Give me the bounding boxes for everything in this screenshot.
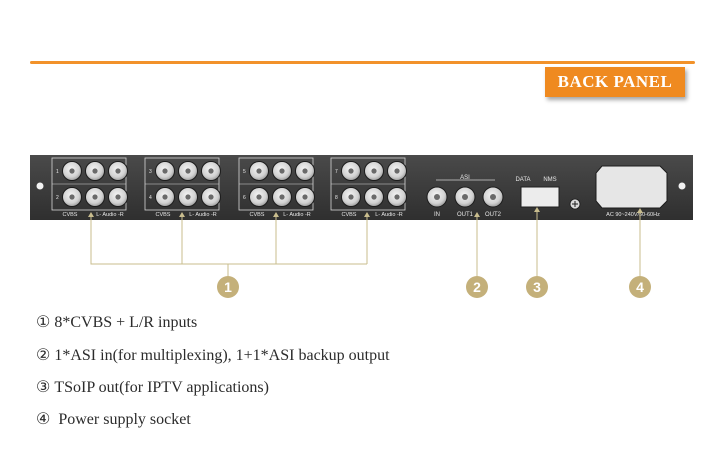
audio-label: L- Audio -R xyxy=(96,212,124,218)
asi-port-out1-label: OUT1 xyxy=(457,212,474,218)
callout-1: 1 xyxy=(217,276,239,298)
bnc-connector[interactable] xyxy=(249,187,269,207)
callout-4: 4 xyxy=(629,276,651,298)
bnc-connector[interactable] xyxy=(108,187,128,207)
svg-text:2: 2 xyxy=(473,279,481,295)
bnc-connector[interactable] xyxy=(364,161,384,181)
nms-port-label: NMS xyxy=(543,177,556,183)
row-number: 7 xyxy=(335,169,338,175)
bnc-connector[interactable] xyxy=(341,161,361,181)
row-number: 8 xyxy=(335,195,338,201)
cvbs-label: CVBS xyxy=(156,212,171,218)
bnc-connector[interactable] xyxy=(178,161,198,181)
back-panel-title: BACK PANEL xyxy=(545,67,685,97)
bnc-connector[interactable] xyxy=(155,161,175,181)
callout-2: 2 xyxy=(466,276,488,298)
bnc-connector[interactable] xyxy=(295,187,315,207)
power-socket[interactable] xyxy=(595,165,668,209)
legend-number: ① xyxy=(36,314,51,331)
bnc-connector[interactable] xyxy=(272,161,292,181)
legend-text: TSoIP out(for IPTV applications) xyxy=(54,379,269,396)
legend-text: Power supply socket xyxy=(54,411,191,428)
chassis xyxy=(30,155,693,220)
header-rule xyxy=(30,61,695,64)
bnc-connector[interactable] xyxy=(387,161,407,181)
legend-item-4: ④ Power supply socket xyxy=(36,409,191,429)
row-number: 2 xyxy=(56,195,59,201)
mount-hole-left xyxy=(36,182,44,190)
row-number: 1 xyxy=(56,169,59,175)
legend-text: 1*ASI in(for multiplexing), 1+1*ASI back… xyxy=(54,347,390,364)
legend-text: 8*CVBS + L/R inputs xyxy=(54,314,198,331)
data-port-label: DATA xyxy=(515,177,530,183)
bnc-connector[interactable] xyxy=(62,187,82,207)
bnc-connector[interactable] xyxy=(201,187,221,207)
cvbs-label: CVBS xyxy=(250,212,265,218)
legend-number: ② xyxy=(36,347,51,364)
power-socket-label: AC 90~240V/50-60Hz xyxy=(606,212,660,218)
legend-number: ③ xyxy=(36,379,51,396)
legend-number: ④ xyxy=(36,411,51,428)
cvbs-label: CVBS xyxy=(342,212,357,218)
asi-title: ASI xyxy=(460,175,470,181)
asi-port-in-label: IN xyxy=(434,212,440,218)
bnc-asi-in[interactable] xyxy=(426,186,448,208)
row-number: 4 xyxy=(149,195,152,201)
bnc-connector[interactable] xyxy=(62,161,82,181)
bnc-connector[interactable] xyxy=(249,161,269,181)
ground-terminal-icon xyxy=(569,198,581,210)
bnc-connector[interactable] xyxy=(295,161,315,181)
bnc-connector[interactable] xyxy=(85,161,105,181)
audio-label: L- Audio -R xyxy=(375,212,403,218)
callout-3: 3 xyxy=(526,276,548,298)
row-number: 5 xyxy=(243,169,246,175)
svg-text:4: 4 xyxy=(636,279,644,295)
audio-label: L- Audio -R xyxy=(189,212,217,218)
leader-lines xyxy=(90,209,641,276)
row-number: 3 xyxy=(149,169,152,175)
row-number: 6 xyxy=(243,195,246,201)
bnc-connector[interactable] xyxy=(387,187,407,207)
bnc-connector[interactable] xyxy=(178,187,198,207)
bnc-connector[interactable] xyxy=(341,187,361,207)
svg-text:3: 3 xyxy=(533,279,541,295)
bnc-connector[interactable] xyxy=(85,187,105,207)
bnc-connector[interactable] xyxy=(272,187,292,207)
bnc-asi-out2[interactable] xyxy=(482,186,504,208)
ethernet-port[interactable] xyxy=(520,186,560,208)
cvbs-label: CVBS xyxy=(63,212,78,218)
mount-hole-right xyxy=(678,182,686,190)
bnc-asi-out1[interactable] xyxy=(454,186,476,208)
bnc-connector[interactable] xyxy=(364,187,384,207)
bnc-connector[interactable] xyxy=(108,161,128,181)
asi-port-out2-label: OUT2 xyxy=(485,212,502,218)
bnc-connector[interactable] xyxy=(155,187,175,207)
svg-text:1: 1 xyxy=(224,279,232,295)
leader-arrows xyxy=(88,207,643,217)
audio-label: L- Audio -R xyxy=(283,212,311,218)
bnc-connector[interactable] xyxy=(201,161,221,181)
